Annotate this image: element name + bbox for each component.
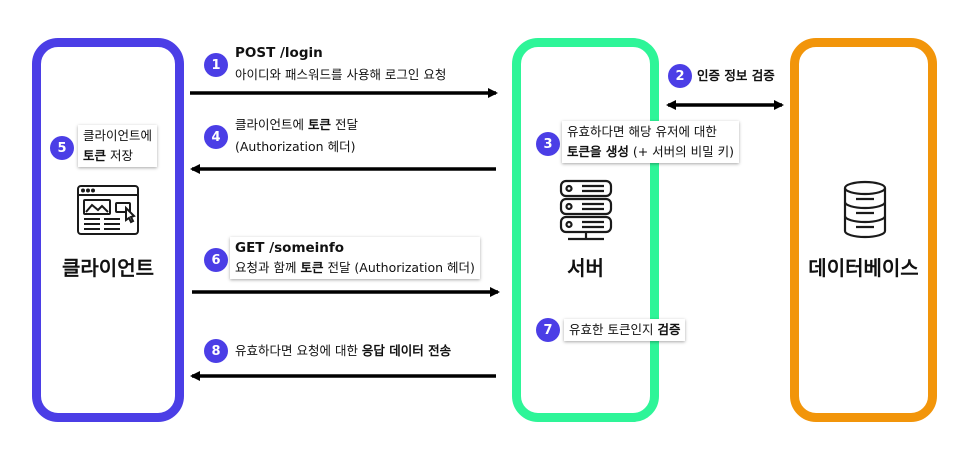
step-4-line-1: 클라이언트에 토큰 전달 [235,114,358,136]
step-6-request: GET /someinfo [235,240,345,256]
client-box [32,38,184,422]
step-7-badge: 7 [536,318,560,342]
step-3-line-1: 유효하다면 해당 유저에 대한 [567,124,717,139]
step-4-badge: 4 [204,125,228,149]
step-8-label: 유효하다면 요청에 대한 응답 데이터 전송 [235,340,451,362]
step-5-label: 클라이언트에 토큰 저장 [78,125,158,167]
step-5-rest: 저장 [106,148,133,163]
browser-window-icon [77,185,139,235]
step-6-post: 전달 (Authorization 헤더) [323,260,475,275]
step-5-line-1: 클라이언트에 [83,128,153,143]
step-4-label: 클라이언트에 토큰 전달 (Authorization 헤더) [235,114,358,158]
step-2-badge: 2 [668,64,692,88]
step-3-rest: (+ 서버의 비밀 키) [628,144,734,159]
step-5-bold: 토큰 [83,148,107,163]
step-3-label: 유효하다면 해당 유저에 대한 토큰을 생성 (+ 서버의 비밀 키) [562,121,739,163]
step-4-post: 전달 [331,117,358,132]
step-8-bold: 응답 데이터 전송 [361,343,452,358]
step-4-bold: 토큰 [307,117,331,132]
step-6-pre: 요청과 함께 [235,260,301,275]
step-5-line-2: 토큰 저장 [83,146,152,166]
server-label: 서버 [567,256,604,280]
step-8-badge: 8 [204,339,228,363]
step-6-badge: 6 [204,248,228,272]
step-6-line-2: 요청과 함께 토큰 전달 (Authorization 헤더) [235,258,475,278]
step-2-label: 인증 정보 검증 [697,68,775,83]
step-3-bold: 토큰을 생성 [567,144,629,159]
step-6-label: GET /someinfo 요청과 함께 토큰 전달 (Authorizatio… [230,237,480,279]
step-7-pre: 유효한 토큰인지 [569,322,658,337]
client-label: 클라이언트 [62,256,154,280]
server-rack-icon [559,179,613,241]
step-1-description: 아이디와 패스워드를 사용해 로그인 요청 [235,67,447,82]
step-1-label: POST /login 아이디와 패스워드를 사용해 로그인 요청 [235,42,446,86]
database-cylinder-icon [843,180,887,239]
step-1-request: POST /login [235,45,323,61]
step-6-bold: 토큰 [300,260,324,275]
step-7-label: 유효한 토큰인지 검증 [564,319,686,341]
step-7-bold: 검증 [657,322,681,337]
step-8-pre: 유효하다면 요청에 대한 [235,343,362,358]
database-box [790,38,937,422]
server-box [512,38,659,422]
step-4-line-2: (Authorization 헤더) [235,139,356,154]
step-1-badge: 1 [204,53,228,77]
step-5-badge: 5 [50,136,74,160]
step-3-badge: 3 [536,132,560,156]
database-label: 데이터베이스 [808,256,919,280]
step-3-line-2: 토큰을 생성 (+ 서버의 비밀 키) [567,142,734,162]
step-4-pre: 클라이언트에 [235,117,308,132]
